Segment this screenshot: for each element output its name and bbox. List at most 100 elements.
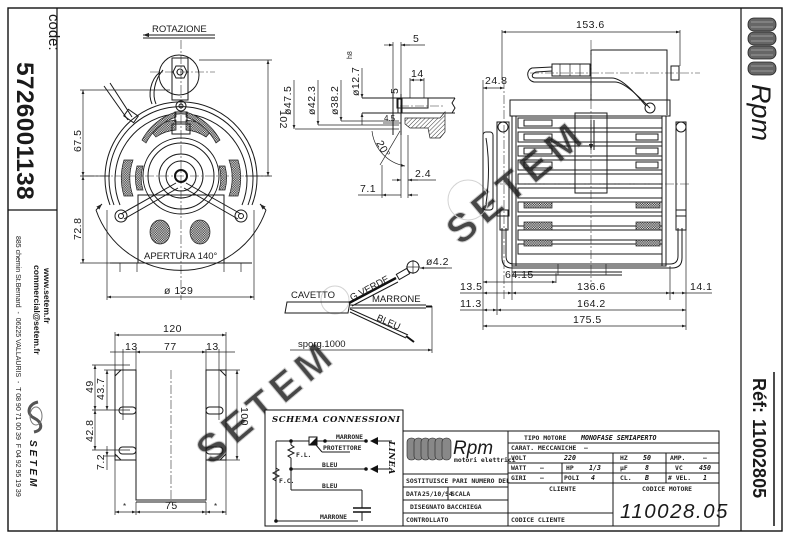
title-block: Rpm motori elettrici SOSTITUISCE PARI NU… — [402, 430, 729, 527]
dim-star-right: * — [214, 502, 217, 511]
website: www.setem.fr — [42, 267, 52, 324]
shaft-detail-view: ø47.5 ø42.3 ø38.2 ø12.7 h8 5 14 5 4.5 20… — [282, 33, 456, 198]
wire-label-2: BLEU — [322, 461, 338, 469]
code-label: code: — [45, 14, 62, 51]
class-label: CL. — [620, 474, 632, 482]
dim-13-right: 13 — [206, 341, 219, 353]
dim-14: 14 — [411, 68, 424, 80]
line-label: LINEA — [386, 440, 396, 475]
wire-label-1: MARRONE — [336, 433, 363, 441]
hp-value: 1/3 — [589, 464, 601, 472]
dim-120: 120 — [163, 323, 182, 335]
uf-label: µF — [620, 464, 628, 472]
date-label: DATA — [406, 490, 422, 498]
dim-4-5: 4.5 — [384, 114, 396, 123]
cable-label: CAVETTO — [291, 290, 335, 301]
motor-code-value: 110028.05 — [620, 500, 729, 523]
wire-label-3: BLEU — [322, 482, 338, 490]
rotation-label: ROTAZIONE — [152, 24, 207, 35]
fl-label: F.L. — [296, 451, 311, 459]
watt-value: — — [540, 464, 544, 472]
dim-13-5: 13.5 — [460, 281, 482, 293]
client-code-label: CODICE CLIENTE — [511, 516, 565, 524]
dim-164-2: 164.2 — [577, 298, 606, 310]
dim-175-5: 175.5 — [573, 314, 602, 326]
front-view: ROTAZIONE — [72, 24, 289, 300]
dim-153-6: 153.6 — [576, 19, 605, 31]
cable-length-label: sporg.1000 — [298, 339, 346, 350]
base-plate-view: 120 13 77 13 49 43.7 42.8 — [84, 323, 250, 515]
dim-star-left: * — [123, 502, 126, 511]
rpm-label: GIRI — [511, 474, 527, 482]
dim-diameter-47-5: ø47.5 — [282, 86, 294, 115]
volt-value: 220 — [563, 454, 576, 462]
fc-label: F.C. — [279, 477, 294, 485]
dim-49: 49 — [84, 380, 96, 393]
drawn-label: DISEGNATO — [410, 503, 445, 511]
hz-label: HZ — [620, 454, 628, 462]
amp-label: AMP. — [670, 454, 685, 462]
uf-value: 8 — [645, 464, 649, 472]
hp-label: HP — [566, 464, 574, 472]
watt-label: WATT — [511, 464, 527, 472]
wiring-diagram: SCHEMA CONNESSIONI PROTETTORE MARRONE F.… — [264, 409, 404, 527]
ref-label: Réf: — [749, 378, 769, 413]
mech-label: CARAT. MECCANICHE — [511, 444, 577, 452]
dim-42-8: 42.8 — [84, 420, 96, 442]
stator-fins — [517, 117, 663, 255]
drawn-value: BACCHIEGA — [447, 503, 482, 511]
protector-label: PROTETTORE — [323, 444, 362, 452]
checked-label: CONTROLLATO — [406, 516, 448, 524]
vc-value: 450 — [699, 464, 711, 472]
dim-2-4: 2.4 — [415, 168, 431, 180]
motor-type-label: TIPO MOTORE — [524, 434, 566, 442]
speeds-label: # VEL. — [668, 474, 691, 482]
left-info-strip: code: 5726001138 www.setem.fr commercial… — [11, 14, 62, 497]
rpm-title-logo-icon — [406, 437, 452, 461]
motor-code-label: CODICE MOTORE — [642, 485, 692, 493]
wiring-title: SCHEMA CONNESSIONI — [272, 415, 401, 425]
opening-angle-label: APERTURA 140° — [144, 251, 218, 262]
right-info-strip: Rpm Réf: 11002805 — [746, 17, 777, 526]
sheet-frame — [7, 7, 783, 532]
cable-detail-view: CAVETTO G.VERDE ø4.2 MARRONE BLEU sporg.… — [284, 256, 452, 353]
dim-77: 77 — [164, 341, 177, 353]
poles-label: POLI — [564, 474, 580, 482]
dim-7-2: 7.2 — [95, 454, 107, 470]
dim-diameter-42-3: ø42.3 — [306, 86, 318, 115]
dim-136-6: 136.6 — [577, 281, 606, 293]
dim-7-1: 7.1 — [360, 183, 376, 195]
poles-value: 4 — [591, 474, 595, 482]
setem-logo-text: SETEM — [27, 440, 38, 489]
title-logo-subtitle: motori elettrici — [454, 456, 516, 464]
dim-angle-20: 20° — [373, 139, 392, 160]
class-value: B — [644, 474, 649, 482]
date-value: 25/10/94 — [422, 490, 453, 498]
setem-logo-icon: SETEM — [27, 400, 43, 489]
side-view: 153.6 24.8 64.15 13.5 136.6 14.1 11.3 16… — [460, 19, 712, 330]
mech-value: — — [584, 444, 588, 452]
eyelet-diameter: ø4.2 — [426, 256, 449, 268]
replaces-label: SOSTITUISCE PARI NUMERO DEL — [406, 477, 510, 485]
shaft-tolerance: h8 — [347, 51, 354, 59]
dim-64-15: 64.15 — [505, 269, 534, 281]
dim-diameter: ø 129 — [164, 285, 193, 297]
brand-name: Rpm — [746, 84, 776, 141]
motor-type-value: MONOFASE SEMIAPERTO — [580, 434, 656, 442]
client-label: CLIENTE — [549, 485, 576, 493]
rpm-coil-logo-icon — [747, 17, 777, 76]
ref-value: 11002805 — [749, 419, 769, 498]
wire-brown-label: MARRONE — [372, 294, 421, 305]
dim-24-8: 24.8 — [485, 75, 507, 87]
rpm-value: — — [540, 474, 544, 482]
dim-100: 100 — [238, 407, 250, 426]
dim-14-1: 14.1 — [690, 281, 712, 293]
scale-label: SCALA — [451, 490, 470, 498]
dim-top-5: 5 — [413, 33, 419, 45]
dim-shaft-to-base: 72.8 — [72, 218, 84, 240]
vc-label: VC — [675, 464, 683, 472]
dim-height-to-shaft: 67.5 — [72, 130, 84, 152]
code-value: 5726001138 — [11, 62, 38, 200]
email: commercial@setem.fr — [32, 265, 42, 355]
